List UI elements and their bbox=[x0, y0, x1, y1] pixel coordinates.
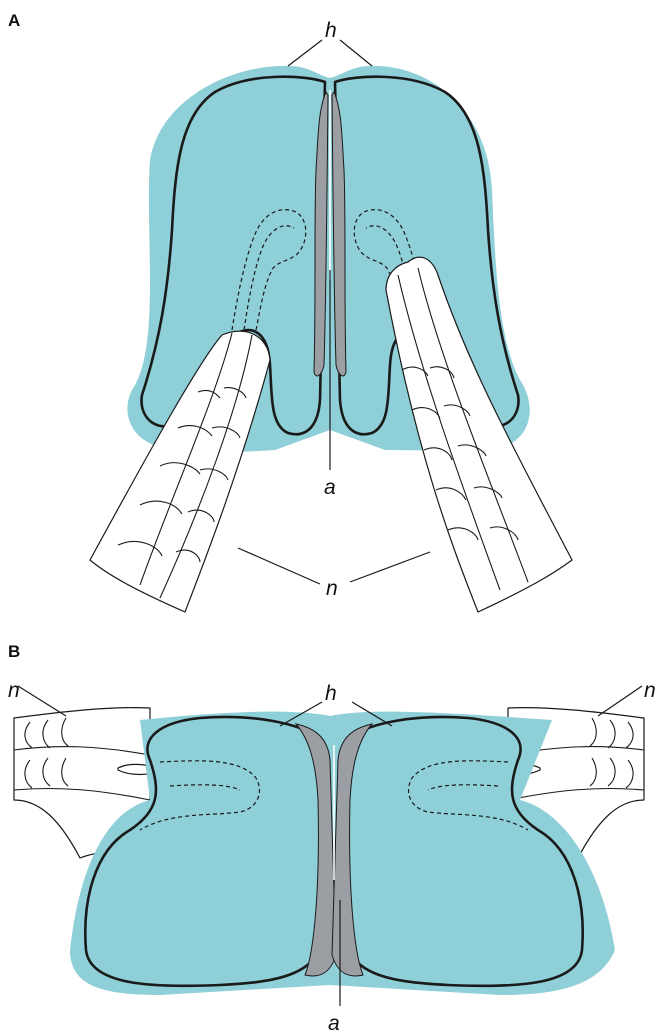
panel-b-label-n-right: n bbox=[644, 679, 656, 702]
panel-a-label-a: a bbox=[324, 476, 336, 499]
panel-b-letter: B bbox=[8, 642, 20, 661]
panel-b-n-left-leader bbox=[18, 686, 66, 716]
panel-a-label-h: h bbox=[325, 19, 337, 42]
panel-a-label-n: n bbox=[326, 577, 338, 600]
panel-b-label-a: a bbox=[328, 1012, 340, 1035]
panel-a: A h a n bbox=[8, 11, 572, 612]
panel-b: B h n n a bbox=[8, 642, 656, 1035]
panel-b-label-h: h bbox=[325, 682, 337, 705]
panel-b-label-n-left: n bbox=[8, 679, 20, 702]
panel-b-n-right-leader bbox=[598, 686, 642, 716]
panel-a-letter: A bbox=[8, 11, 20, 30]
panel-a-h-leader bbox=[288, 40, 372, 66]
